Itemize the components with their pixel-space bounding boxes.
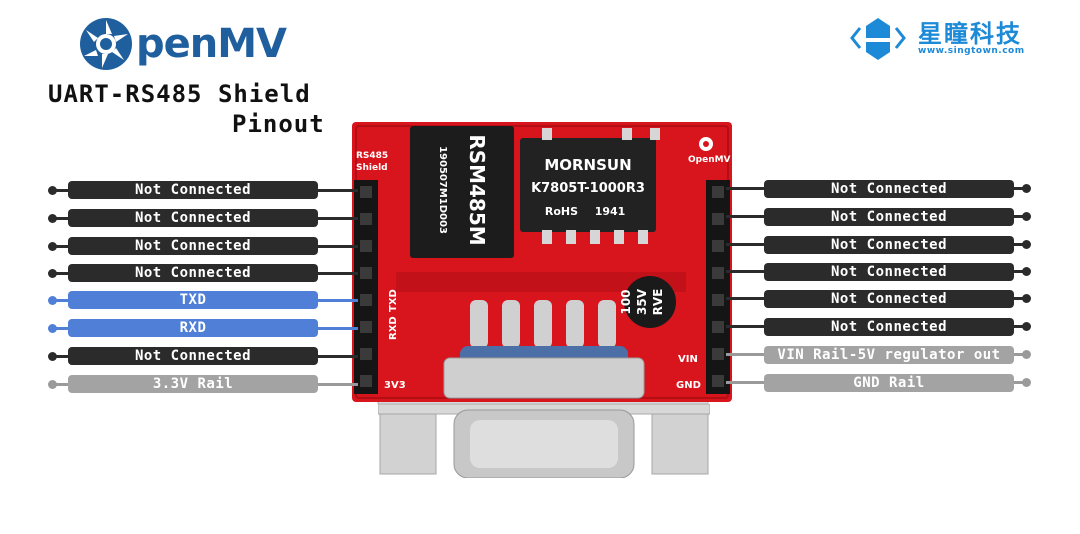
chip2-rohs: RoHS — [545, 205, 578, 218]
openmv-logo: penMV — [78, 14, 287, 74]
partner-url: www.singtown.com — [918, 46, 1025, 56]
db9-connector — [378, 404, 710, 478]
cap-line3: RVE — [651, 289, 665, 316]
shield-label-2: Shield — [356, 163, 388, 173]
silk-3v3: 3V3 — [384, 380, 406, 391]
chip2-model: K7805T-1000R3 — [531, 181, 645, 196]
right-pin-3: Not Connected — [764, 236, 1014, 254]
brand-text: penMV — [136, 21, 287, 67]
left-pin-rxd: RXD — [68, 319, 318, 337]
rs485-shield-board: RSM485M 190507M1D003 MORNSUN K7805T-1000… — [352, 122, 732, 404]
openmv-mini-logo-icon — [699, 137, 713, 151]
singtown-logo-icon — [850, 18, 906, 60]
pin-dot — [1022, 322, 1031, 331]
left-header — [354, 180, 378, 394]
pin-dot — [1022, 294, 1031, 303]
pin-dot — [1022, 184, 1031, 193]
shield-label: RS485 — [356, 151, 388, 161]
left-pin-txd: TXD — [68, 291, 318, 309]
cap-line1: 100 — [619, 289, 633, 314]
rsm485m-module — [410, 126, 514, 258]
silk-txd: TXD — [388, 289, 399, 312]
page-title: UART-RS485 Shield — [48, 80, 311, 108]
pin-dot — [1022, 267, 1031, 276]
left-pin-3v3: 3.3V Rail — [68, 375, 318, 393]
left-pin-4: Not Connected — [68, 264, 318, 282]
right-pin-6: Not Connected — [764, 318, 1014, 336]
chip1-code: 190507M1D003 — [437, 146, 448, 234]
pin-dot — [1022, 350, 1031, 359]
silk-gnd: GND — [676, 380, 701, 391]
left-pin-7: Not Connected — [68, 347, 318, 365]
cap-line2: 35V — [635, 288, 649, 315]
pin-dot — [1022, 212, 1031, 221]
right-pin-vin: VIN Rail-5V regulator out — [764, 346, 1014, 364]
openmv-label: OpenMV — [688, 155, 731, 165]
right-header — [706, 180, 730, 394]
chip2-year: 1941 — [595, 205, 626, 218]
pin-dot — [1022, 240, 1031, 249]
capacitor — [624, 276, 676, 328]
left-pin-2: Not Connected — [68, 209, 318, 227]
right-pin-gnd: GND Rail — [764, 374, 1014, 392]
openmv-aperture-icon — [80, 18, 132, 70]
page-subtitle: Pinout — [232, 110, 325, 138]
right-pin-2: Not Connected — [764, 208, 1014, 226]
right-pin-1: Not Connected — [764, 180, 1014, 198]
right-pin-5: Not Connected — [764, 290, 1014, 308]
left-pin-1: Not Connected — [68, 181, 318, 199]
left-pin-3: Not Connected — [68, 237, 318, 255]
mornsun-regulator — [520, 138, 656, 232]
partner-name: 星瞳科技 — [918, 20, 1022, 48]
chip1-brand: RSM485M — [465, 134, 489, 245]
pin-dot — [1022, 378, 1031, 387]
silk-rxd: RXD — [388, 316, 399, 340]
silk-vin: VIN — [678, 354, 698, 365]
chip2-brand: MORNSUN — [544, 156, 631, 174]
right-pin-4: Not Connected — [764, 263, 1014, 281]
